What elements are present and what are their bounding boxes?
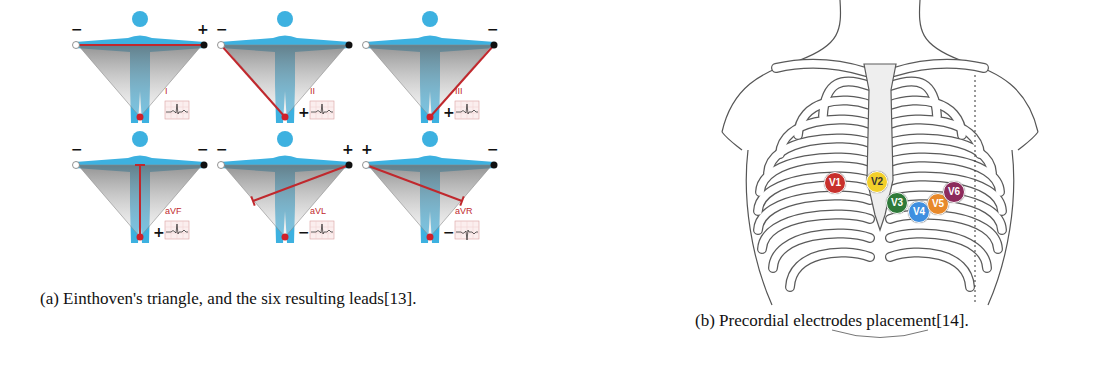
einthoven-figure [363, 131, 498, 243]
electrode-marker: V3 [886, 192, 908, 214]
polarity-sign: − [216, 142, 228, 156]
electrode-dot [491, 162, 498, 169]
electrode-label: V2 [871, 177, 883, 187]
electrode-dot [346, 162, 353, 169]
polarity-sign: − [298, 225, 310, 239]
electrode-dot [282, 234, 289, 241]
lead-origin-bar [251, 196, 255, 205]
ecg-thumbnail [310, 221, 334, 239]
body-head [277, 131, 293, 147]
electrode-dot [73, 162, 80, 169]
lead-origin-bar [135, 164, 145, 166]
polarity-sign: − [487, 142, 499, 156]
polarity-sign: − [71, 142, 83, 156]
ecg-thumbnail [165, 101, 189, 119]
rib-fill [890, 252, 970, 287]
electrode-dot [363, 162, 370, 169]
electrode-dot [218, 162, 225, 169]
polarity-sign: + [153, 225, 165, 239]
rib-outline [894, 64, 984, 72]
lead-vector [253, 165, 349, 201]
lead-name: aVL [310, 207, 326, 216]
polarity-sign: + [361, 142, 373, 156]
body-outline [1018, 132, 1038, 150]
lead-vector [139, 165, 141, 237]
body-head [132, 131, 148, 147]
electrode-label: V1 [829, 178, 841, 188]
lead-vector [76, 44, 204, 46]
midaxillary-line [975, 75, 976, 305]
einthoven-figure [218, 131, 353, 243]
rib-fill [790, 252, 870, 287]
einthoven-figure [73, 131, 208, 243]
navel-curve [832, 330, 928, 338]
body-silhouette [365, 156, 495, 244]
body-silhouette [365, 36, 495, 124]
rib-outline [776, 64, 866, 72]
body-silhouette [75, 156, 205, 244]
rib-outline [790, 252, 870, 287]
polarity-sign: − [443, 225, 455, 239]
electrode-dot [218, 42, 225, 49]
body-silhouette [220, 36, 350, 124]
electrode-dot [346, 42, 353, 49]
polarity-sign: + [197, 22, 209, 36]
rib-outline [890, 252, 970, 287]
ecg-thumbnail [165, 221, 189, 239]
polarity-sign: + [342, 142, 354, 156]
ecg-thumbnail [310, 101, 334, 119]
ecg-thumbnail [455, 221, 479, 240]
electrode-marker: V1 [824, 172, 846, 194]
polarity-sign: − [71, 22, 83, 36]
electrode-dot [282, 114, 289, 121]
lead-origin-bar [460, 196, 464, 205]
polarity-sign: − [487, 22, 499, 36]
einthoven-figure [218, 11, 353, 123]
polarity-sign: + [298, 105, 310, 119]
electrode-dot [363, 42, 370, 49]
rib-fill [894, 64, 984, 72]
electrode-label: V5 [932, 199, 944, 209]
electrode-dot [137, 114, 144, 121]
electrode-dot [427, 234, 434, 241]
ecg-thumbnail [455, 101, 479, 119]
figure-caption: (b) Precordial electrodes placement[14]. [695, 310, 969, 332]
body-outline [722, 132, 742, 150]
electrode-marker: V6 [943, 181, 965, 203]
electrode-dot [73, 42, 80, 49]
body-head [132, 11, 148, 27]
einthoven-figure [363, 11, 498, 123]
electrode-label: V6 [948, 187, 960, 197]
figure-caption: (a) Einthoven's triangle, and the six re… [40, 288, 440, 310]
electrode-label: V4 [913, 207, 925, 217]
lead-name: I [165, 87, 168, 96]
electrode-dot [137, 234, 144, 241]
body-head [422, 11, 438, 27]
lead-name: II [310, 87, 315, 96]
lead-name: III [455, 87, 463, 96]
polarity-sign: − [197, 142, 209, 156]
rib-fill [776, 64, 866, 72]
polarity-sign: − [216, 22, 228, 36]
polarity-sign: + [443, 105, 455, 119]
electrode-dot [201, 42, 208, 49]
lead-name: aVF [165, 207, 182, 216]
body-silhouette [220, 156, 350, 244]
lead-vector [366, 165, 462, 201]
chest-illustration [722, 0, 1038, 338]
electrode-dot [491, 42, 498, 49]
body-silhouette [75, 36, 205, 124]
electrode-dot [427, 114, 434, 121]
electrode-marker: V2 [866, 171, 888, 193]
lead-vector [221, 45, 285, 117]
body-head [422, 131, 438, 147]
einthoven-figure [73, 11, 208, 123]
electrode-dot [201, 162, 208, 169]
body-head [277, 11, 293, 27]
electrode-label: V3 [891, 198, 903, 208]
lead-name: aVR [455, 207, 473, 216]
